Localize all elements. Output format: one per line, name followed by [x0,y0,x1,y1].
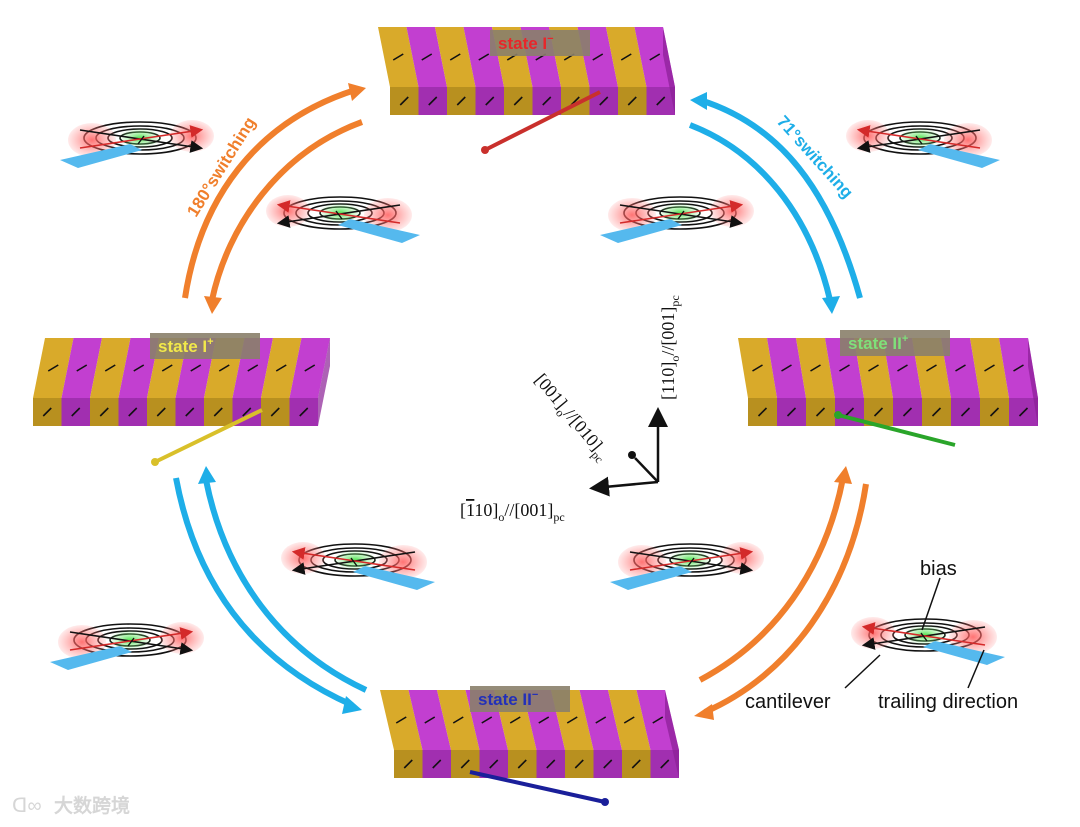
slab-bottom: state II− [380,686,679,806]
tip-icon-bottom-left-inner [281,542,435,590]
legend-bias: bias [920,558,957,580]
crystal-axes [589,407,668,497]
tip-icon-top-right-outer [846,120,1000,168]
arrows-180-top-left [182,83,366,314]
watermark: ᗡ∞ 大数跨境 [12,794,130,817]
polarization-arrow-head-right [834,411,842,419]
svg-text:[001]o//[010]pc: [001]o//[010]pc [528,370,614,466]
slab-right: state II+ [738,330,1038,447]
state-label-left: state I+ [158,336,214,356]
polarization-arrow-top [484,90,601,152]
polarization-arrow-head-bottom [601,798,609,806]
polarization-arrow-head-left [151,458,159,466]
tip-icon-top-right-inner [600,195,754,243]
legend-trailing-direction: trailing direction [878,691,1018,713]
polarization-arrow-right [837,413,956,447]
tip-icon-bottom-right-inner [610,542,764,590]
state-label-top: state I− [498,33,554,53]
polarization-arrow-bottom [469,770,606,804]
axis-label-vertical: [110]o//[001]pc [658,295,682,400]
svg-text:大数跨境: 大数跨境 [54,794,130,817]
slab-left: state I+ [33,333,330,466]
slab-label-bg-left [150,333,260,359]
tip-icon-bottom-left-outer [50,622,204,670]
slab-label-bg-top [490,30,590,56]
polarization-arrow-left [154,408,263,464]
arrows-71-bottom-left [173,466,368,714]
watermark-logo-icon: ᗡ∞ [12,795,42,817]
axis-label-horizontal: [110]o//[001]pc [460,500,565,524]
polarization-arrow-head-top [481,146,489,154]
axis-label-diagonal: [001]o//[010]pc [528,370,614,466]
axis-dot [628,451,636,459]
svg-text:[110]o//[001]pc: [110]o//[001]pc [460,500,565,524]
slab-label-bg-bottom [470,686,570,712]
svg-text:[110]o//[001]pc: [110]o//[001]pc [658,295,682,400]
state-label-bottom: state II− [478,689,538,709]
slab-label-bg-right [840,330,950,356]
arrows-71-top-right [688,92,863,314]
tip-icon-top-left-inner [266,195,420,243]
arrows-180-bottom-right [694,466,869,720]
tip-icon-bottom-right-legend [851,617,1005,665]
legend-pointers [844,577,985,689]
slab-top: state I− [378,27,675,154]
state-label-right: state II+ [848,333,908,353]
legend-cantilever: cantilever [745,691,831,713]
tip-icon-top-left-outer [60,120,214,168]
